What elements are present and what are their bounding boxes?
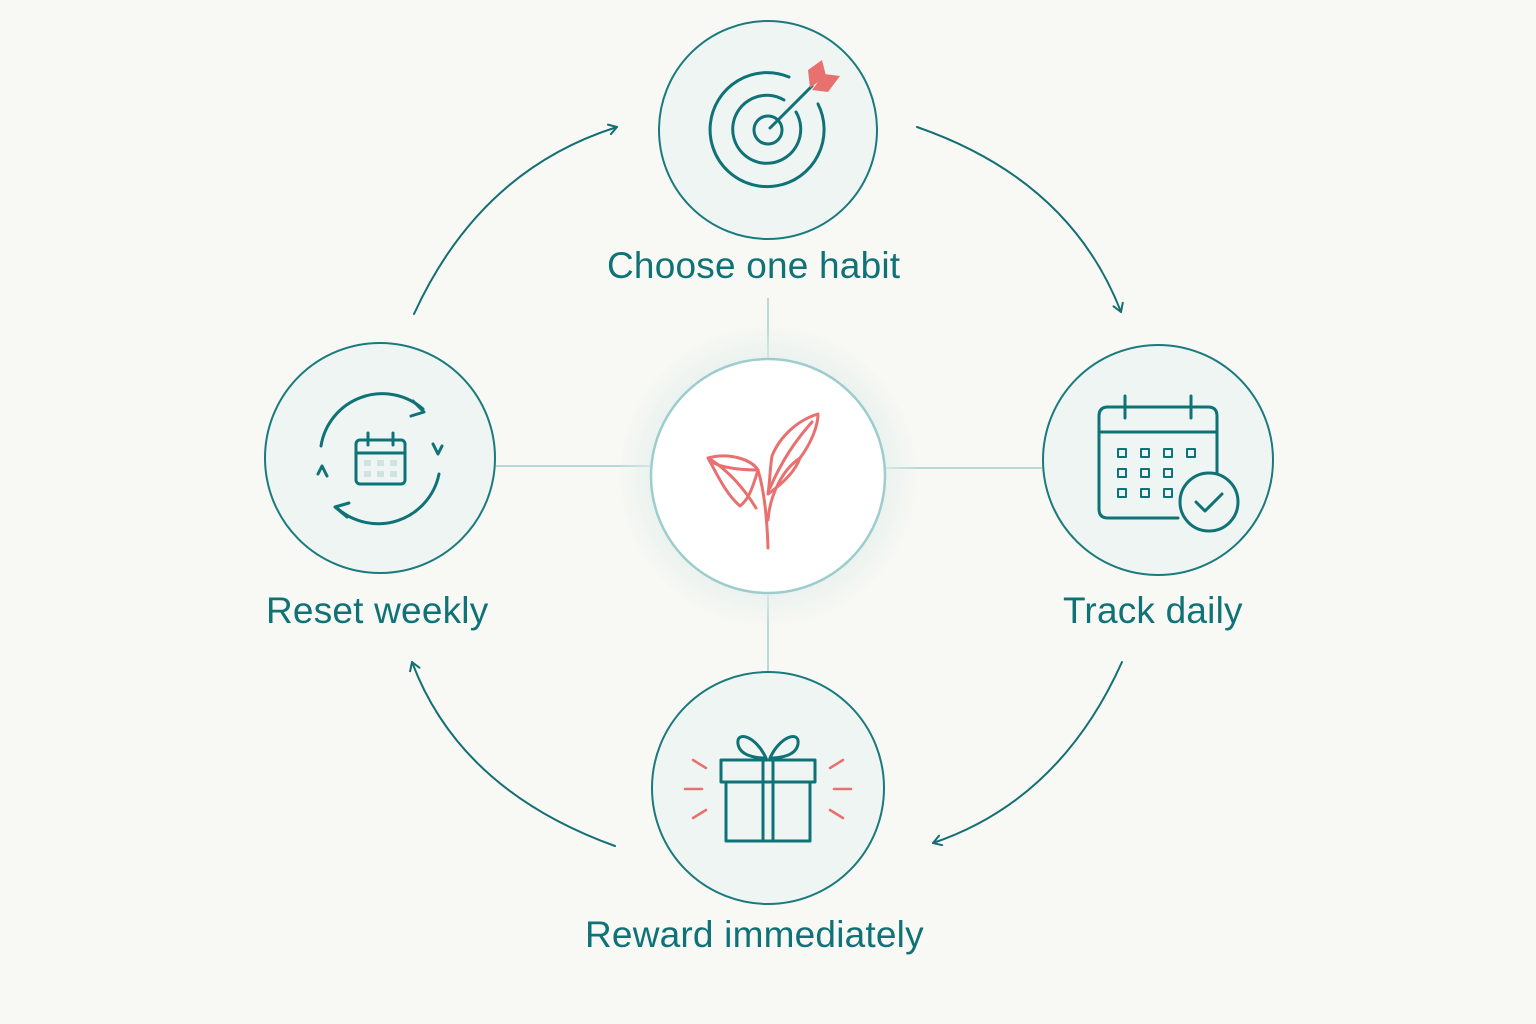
node-track-daily xyxy=(1042,344,1274,576)
sparkle-lines-icon xyxy=(683,758,853,820)
arrow-top-to-right xyxy=(916,126,1124,313)
step-label-choose-habit: Choose one habit xyxy=(607,245,901,286)
cycle-arrows xyxy=(409,123,1124,847)
calendar-refresh-icon xyxy=(316,392,444,526)
node-choose-habit xyxy=(658,20,878,240)
gift-icon xyxy=(719,735,817,843)
step-label-reset-weekly: Reset weekly xyxy=(266,590,489,631)
arrow-right-to-bottom xyxy=(932,661,1123,847)
target-icon xyxy=(708,71,826,189)
step-label-reward-immediately: Reward immediately xyxy=(585,914,924,955)
arrow-bottom-to-left xyxy=(409,661,616,847)
node-reward-immediately xyxy=(651,671,885,905)
dart-fletching-icon xyxy=(808,60,840,92)
sprout-icon xyxy=(706,412,820,550)
step-label-track-daily: Track daily xyxy=(1063,590,1243,631)
center-node xyxy=(618,326,918,626)
arrow-left-to-top xyxy=(413,123,618,315)
node-reset-weekly xyxy=(264,342,496,574)
calendar-grid-dots xyxy=(364,460,397,477)
calendar-check-icon xyxy=(1097,394,1240,533)
